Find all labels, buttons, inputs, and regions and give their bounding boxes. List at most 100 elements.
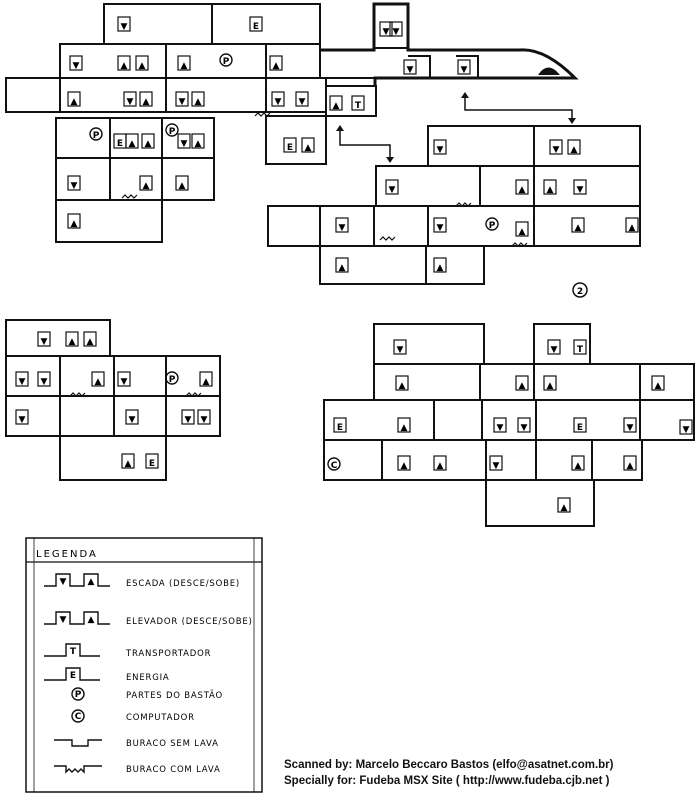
- up-icon-label: ▲: [71, 219, 78, 229]
- lava-hole-icon: [455, 202, 472, 207]
- legend-item-lava: BURACO COM LAVA: [54, 765, 220, 775]
- down-icon-label: ▼: [461, 65, 468, 75]
- room: [59, 395, 115, 437]
- down-icon-label: ▼: [389, 185, 396, 195]
- transporter-symbol-icon: [44, 643, 100, 657]
- room: [113, 395, 167, 437]
- up-icon-label: ▲: [339, 263, 346, 273]
- up-icon-label: ▲: [143, 97, 150, 107]
- down-frame: [457, 59, 471, 75]
- computer-icon: [327, 457, 341, 471]
- down-icon-label: ▼: [339, 223, 346, 233]
- legend-label: BURACO SEM LAVA: [126, 739, 219, 749]
- energy-icon-label: E: [577, 423, 583, 433]
- up-icon-label: ▲: [575, 223, 582, 233]
- up-frame: [623, 455, 637, 471]
- up-icon-label: ▲: [125, 459, 132, 469]
- up-icon-label: ▲: [547, 185, 554, 195]
- up-frame: [557, 497, 571, 513]
- down-icon-label: ▼: [19, 377, 26, 387]
- up-icon-label: ▲: [95, 377, 102, 387]
- energy-icon-label: E: [117, 139, 123, 149]
- legend-label: ESCADA (DESCE/SOBE): [126, 579, 240, 589]
- up-frame: [269, 55, 283, 71]
- lava-hole-icon: [379, 236, 396, 241]
- map-number-label: 2: [577, 287, 583, 297]
- staff-symbol-icon: [71, 687, 85, 701]
- room: [265, 115, 327, 165]
- energy-frame: [573, 417, 587, 433]
- up-icon-label: ▲: [273, 61, 280, 71]
- down-frame: [389, 21, 403, 37]
- down-frame: [175, 91, 189, 107]
- down-frame: [385, 179, 399, 195]
- energy-icon-label: E: [253, 22, 259, 32]
- down-frame: [403, 59, 417, 75]
- down-frame: [433, 139, 447, 155]
- up-frame: [567, 139, 581, 155]
- down-icon-label: ▼: [393, 27, 400, 37]
- room: [5, 319, 111, 357]
- down-frame: [623, 417, 637, 433]
- room: [5, 355, 61, 397]
- room: [5, 395, 61, 437]
- up-frame: [397, 417, 411, 433]
- down-icon-label: ▼: [73, 61, 80, 71]
- room: [639, 399, 695, 441]
- up-frame: [199, 371, 213, 387]
- up-frame: [191, 91, 205, 107]
- up-frame: [515, 179, 529, 195]
- up-frame: [121, 453, 135, 469]
- room: [109, 157, 163, 201]
- legend-item-stairs: ▼▲ESCADA (DESCE/SOBE): [44, 573, 240, 589]
- down-frame: [493, 417, 507, 433]
- down-icon-label: ▼: [41, 337, 48, 347]
- up-frame: [175, 175, 189, 191]
- down-icon-label: ▼: [627, 423, 634, 433]
- room: [55, 117, 111, 159]
- down-icon-label: ▼: [407, 65, 414, 75]
- down-frame: [517, 417, 531, 433]
- staff-letter-icon: P: [75, 690, 82, 700]
- room: [59, 435, 167, 481]
- down-icon-label: ▼: [181, 139, 188, 149]
- up-icon-label: ▲: [195, 139, 202, 149]
- up-icon-label: ▲: [401, 423, 408, 433]
- down-frame: [125, 409, 139, 425]
- staff-icon-label: P: [489, 221, 496, 231]
- room: [55, 157, 111, 201]
- up-frame: [651, 375, 665, 391]
- up-frame: [301, 137, 315, 153]
- down-icon: ▼: [60, 615, 67, 625]
- legend-label: TRANSPORTADOR: [125, 649, 211, 659]
- transporter-icon-label: T: [577, 345, 584, 355]
- arrow-heads: [336, 92, 576, 163]
- up-icon-label: ▲: [519, 185, 526, 195]
- up-frame: [433, 455, 447, 471]
- lava-hole-icon: [185, 392, 202, 397]
- room: [373, 3, 409, 49]
- room: [433, 399, 483, 441]
- legend-item-elevator: ▼▲ELEVADOR (DESCE/SOBE): [44, 611, 252, 627]
- up-frame: [177, 55, 191, 71]
- lava-hole-icon: [254, 112, 271, 117]
- up-icon-label: ▲: [571, 145, 578, 155]
- up-icon-label: ▲: [547, 381, 554, 391]
- up-frame: [543, 179, 557, 195]
- up-frame: [67, 213, 81, 229]
- legend-title: LEGENDA: [36, 549, 98, 560]
- down-frame: [573, 179, 587, 195]
- credit-scanned-by: Scanned by: Marcelo Beccaro Bastos (elfo…: [284, 759, 614, 771]
- staff-icon-label: P: [169, 127, 176, 137]
- room: [165, 395, 221, 437]
- down-frame: [181, 409, 195, 425]
- up-icon-label: ▲: [519, 381, 526, 391]
- down-icon-label: ▼: [19, 415, 26, 425]
- room: [113, 355, 167, 397]
- energy-icon-label: E: [337, 423, 343, 433]
- up-frame: [141, 133, 155, 149]
- room: [211, 3, 321, 45]
